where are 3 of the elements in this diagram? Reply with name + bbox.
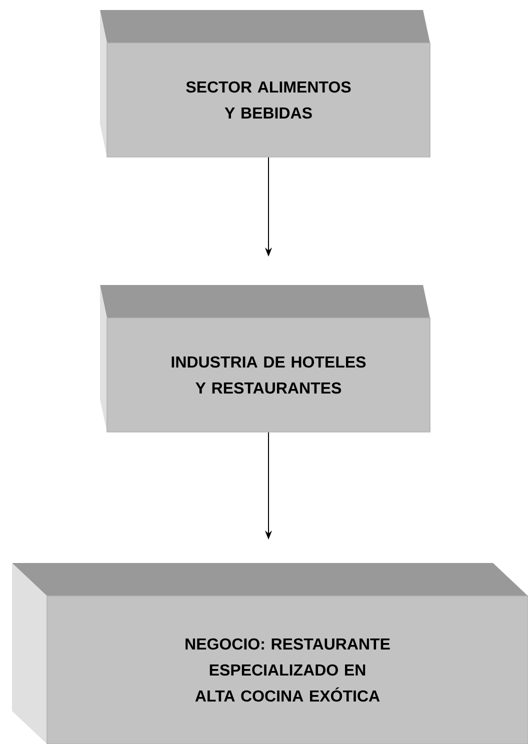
block-box: SECTOR ALIMENTOS Y BEBIDAS	[100, 10, 430, 158]
block-box: INDUSTRIA DE HOTELES Y RESTAURANTES	[100, 285, 430, 432]
block-box: NEGOCIO: RESTAURANTE ESPECIALIZADO EN ALTA COCINA EXÓTICA	[12, 563, 528, 744]
